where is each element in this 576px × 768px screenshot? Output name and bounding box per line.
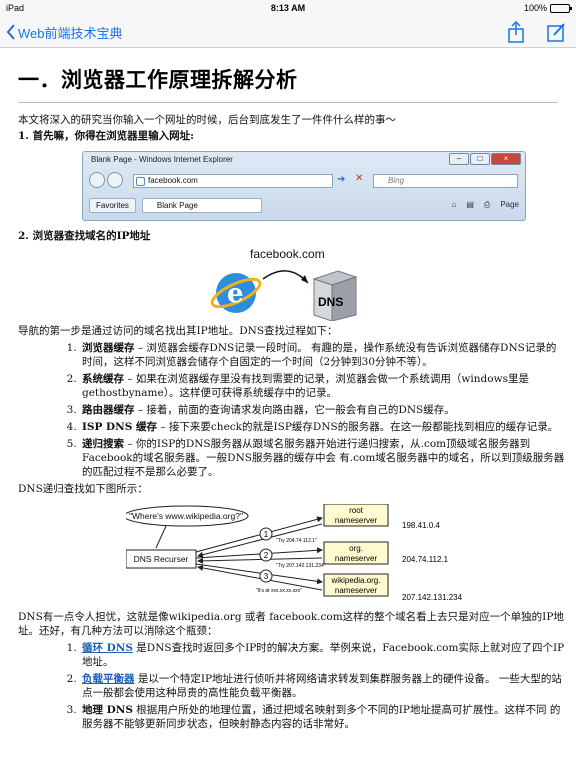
window-controls: – □ × bbox=[449, 153, 521, 165]
title-divider bbox=[18, 102, 558, 103]
battery-icon bbox=[550, 3, 572, 13]
list-item: 路由器缓存 – 接着，前面的查询请求发向路由器，它一般会有自己的DNS缓存。 bbox=[80, 403, 566, 417]
back-button-label: Web前端技术宝典 bbox=[18, 25, 123, 41]
back-button[interactable]: Web前端技术宝典 bbox=[6, 22, 123, 42]
browser-address-bar: facebook.com bbox=[133, 174, 333, 188]
list-item: 地理 DNS 根据用户所处的地理位置，通过把域名映射到多个不同的IP地址提高可扩… bbox=[80, 703, 566, 731]
wikipedia-nameserver-ip: 207.142.131.234 bbox=[402, 593, 463, 602]
step-1-heading: 1. 首先嘛，你得在浏览器里输入网址: bbox=[18, 130, 194, 142]
clock: 8:13 AM bbox=[270, 3, 306, 13]
ie-logo-icon: e bbox=[210, 273, 262, 313]
root-reply: "Try 204.74.112.1" bbox=[276, 538, 317, 544]
svg-text:e: e bbox=[227, 279, 244, 309]
step-2-marker: 2 bbox=[264, 551, 269, 560]
browser-screenshot: Blank Page - Windows Internet Explorer –… bbox=[82, 151, 526, 221]
bottleneck-paragraph: DNS有一点令人担忧，这就是像wikipedia.org 或者 facebook… bbox=[18, 611, 564, 637]
feed-icon: ▤ bbox=[466, 200, 474, 209]
round-robin-dns-link[interactable]: 循环 DNS bbox=[82, 642, 133, 654]
go-arrow-icon: ➔ bbox=[337, 174, 346, 185]
root-nameserver-line2: nameserver bbox=[335, 516, 378, 525]
browser-window-title: Blank Page - Windows Internet Explorer bbox=[91, 155, 233, 164]
close-icon: × bbox=[491, 153, 521, 165]
article-content: 一．浏览器工作原理拆解分析 本文将深入的研究当你输入一个网址的时候，后台到底发生… bbox=[18, 48, 566, 734]
compose-icon[interactable] bbox=[546, 21, 566, 43]
stop-icon: ✕ bbox=[355, 173, 364, 184]
query-bubble-text: "Where's www.wikipedia.org?" bbox=[129, 511, 243, 521]
dns-recursion-diagram: "Where's www.wikipedia.org?" DNS Recurse… bbox=[123, 503, 486, 604]
browser-search-box: Bing bbox=[373, 174, 518, 188]
navigation-bar: Web前端技术宝典 bbox=[0, 16, 576, 48]
solutions-list: 循环 DNS 是DNS查找时返回多个IP时的解决方案。举例来说，Facebook… bbox=[80, 641, 566, 731]
org-nameserver-ip: 204.74.112.1 bbox=[402, 555, 449, 564]
wikipedia-nameserver-line1: wikipedia.org. bbox=[331, 576, 381, 585]
root-nameserver-ip: 198.41.0.4 bbox=[402, 521, 440, 530]
status-bar: iPad 8:13 AM 100% bbox=[0, 0, 576, 16]
browser-back-icon bbox=[89, 172, 105, 188]
list-item: 递归搜索 – 你的ISP的DNS服务器从跟域名服务器开始进行递归搜索，从.com… bbox=[80, 437, 566, 479]
battery-percent: 100% bbox=[523, 3, 547, 13]
list-item: 系统缓存 – 如果在浏览器缓存里没有找到需要的记录，浏览器会做一个系统调用（wi… bbox=[80, 372, 566, 400]
intro-paragraph: 本文将深入的研究当你输入一个网址的时候，后台到底发生了一件件什么样的事～ bbox=[18, 114, 396, 126]
recursive-caption: DNS递归查找如下图所示： bbox=[18, 483, 148, 495]
maximize-icon: □ bbox=[470, 153, 490, 165]
dns-lookup-figure: facebook.com e DNS bbox=[208, 247, 368, 322]
org-reply: "Try 207.142.131.234" bbox=[276, 563, 326, 569]
navigation-paragraph: 导航的第一步是通过访问的域名找出其IP地址。DNS查找过程如下： bbox=[18, 325, 338, 337]
browser-command-bar: Favorites Blank Page ⌂ ▤ ⎙ Page bbox=[89, 196, 519, 214]
list-item: 循环 DNS 是DNS查找时返回多个IP时的解决方案。举例来说，Facebook… bbox=[80, 641, 566, 669]
share-icon[interactable] bbox=[506, 21, 526, 43]
ie-to-dns-graphic: e bbox=[210, 270, 358, 321]
geo-dns-term: 地理 DNS bbox=[82, 704, 133, 716]
favorites-button: Favorites bbox=[89, 197, 136, 213]
step-3-marker: 3 bbox=[264, 572, 269, 581]
wikipedia-reply: "It's at xxx.xx.xx.xxx" bbox=[256, 588, 302, 594]
list-item: 浏览器缓存 – 浏览器会缓存DNS记录一段时间。 有趣的是，操作系统没有告诉浏览… bbox=[80, 341, 566, 369]
browser-forward-icon bbox=[107, 172, 123, 188]
browser-search-text: Bing bbox=[388, 176, 405, 185]
chevron-left-icon bbox=[6, 24, 15, 40]
wikipedia-nameserver-line2: nameserver bbox=[335, 586, 378, 595]
battery-indicator: 100% bbox=[523, 3, 572, 13]
dns-figure-label: DNS bbox=[318, 295, 344, 309]
load-balancer-link[interactable]: 负载平衡器 bbox=[82, 673, 135, 685]
org-nameserver-line1: org. bbox=[349, 544, 363, 553]
dns-steps-list: 浏览器缓存 – 浏览器会缓存DNS记录一段时间。 有趣的是，操作系统没有告诉浏览… bbox=[80, 341, 566, 479]
org-nameserver-line2: nameserver bbox=[335, 554, 378, 563]
list-item: ISP DNS 缓存 – 接下来要check的就是ISP缓存DNS的服务器。在这… bbox=[80, 420, 566, 434]
article-title: 一．浏览器工作原理拆解分析 bbox=[18, 68, 298, 92]
browser-nav-buttons bbox=[89, 172, 123, 188]
page-menu: Page bbox=[500, 200, 519, 209]
dns-figure-domain: facebook.com bbox=[250, 247, 325, 261]
device-label: iPad bbox=[6, 3, 25, 13]
home-icon: ⌂ bbox=[451, 200, 457, 209]
list-item: 负载平衡器 是以一个特定IP地址进行侦听并将网络请求转发到集群服务器上的硬件设备… bbox=[80, 672, 566, 700]
browser-tab: Blank Page bbox=[141, 197, 262, 213]
browser-address-text: facebook.com bbox=[148, 176, 198, 185]
step-2-heading: 2. 浏览器查找域名的IP地址 bbox=[18, 230, 151, 242]
step-1-marker: 1 bbox=[264, 530, 269, 539]
minimize-icon: – bbox=[449, 153, 469, 165]
dns-recurser-box: DNS Recurser bbox=[134, 554, 189, 564]
root-nameserver-line1: root bbox=[349, 506, 364, 515]
page-icon bbox=[136, 177, 145, 186]
server-icon bbox=[312, 270, 358, 321]
print-icon: ⎙ bbox=[483, 200, 491, 209]
